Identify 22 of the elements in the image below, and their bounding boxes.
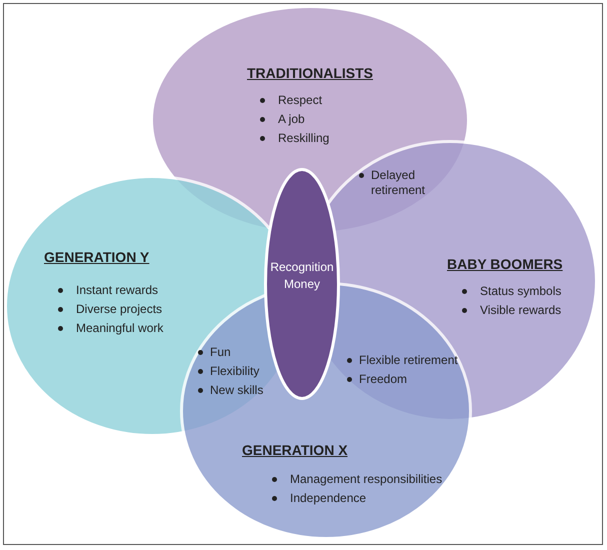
center-text: Money [282, 277, 322, 291]
list-item-text: New skills [210, 383, 264, 397]
list-item-text: A job [278, 112, 305, 126]
list-item-text: Independence [290, 491, 366, 505]
list-item-text: Delayed retirement [371, 168, 426, 197]
list-item-text: Visible rewards [480, 303, 562, 317]
list-item-text: Reskilling [278, 131, 330, 145]
list-item-text: Diverse projects [76, 302, 162, 316]
list-item-text: Flexible retirement [359, 353, 458, 367]
center-text: Recognition [269, 260, 335, 274]
list-item-text: Respect [278, 93, 322, 107]
list-item-text: Management responsibilities [290, 472, 442, 486]
group-heading: GENERATION X [242, 442, 348, 458]
group-heading: GENERATION Y [44, 249, 150, 265]
group-heading: TRADITIONALISTS [246, 65, 374, 81]
list-item-text: Instant rewards [76, 283, 158, 297]
list-item-text: Meaningful work [76, 321, 164, 335]
group-heading: BABY BOOMERS [447, 256, 563, 272]
list-item-text: Flexibility [210, 364, 260, 378]
list-item-text: Status symbols [480, 284, 562, 298]
list-item-text: Fun [210, 345, 231, 359]
list-item-text: Freedom [359, 372, 408, 386]
